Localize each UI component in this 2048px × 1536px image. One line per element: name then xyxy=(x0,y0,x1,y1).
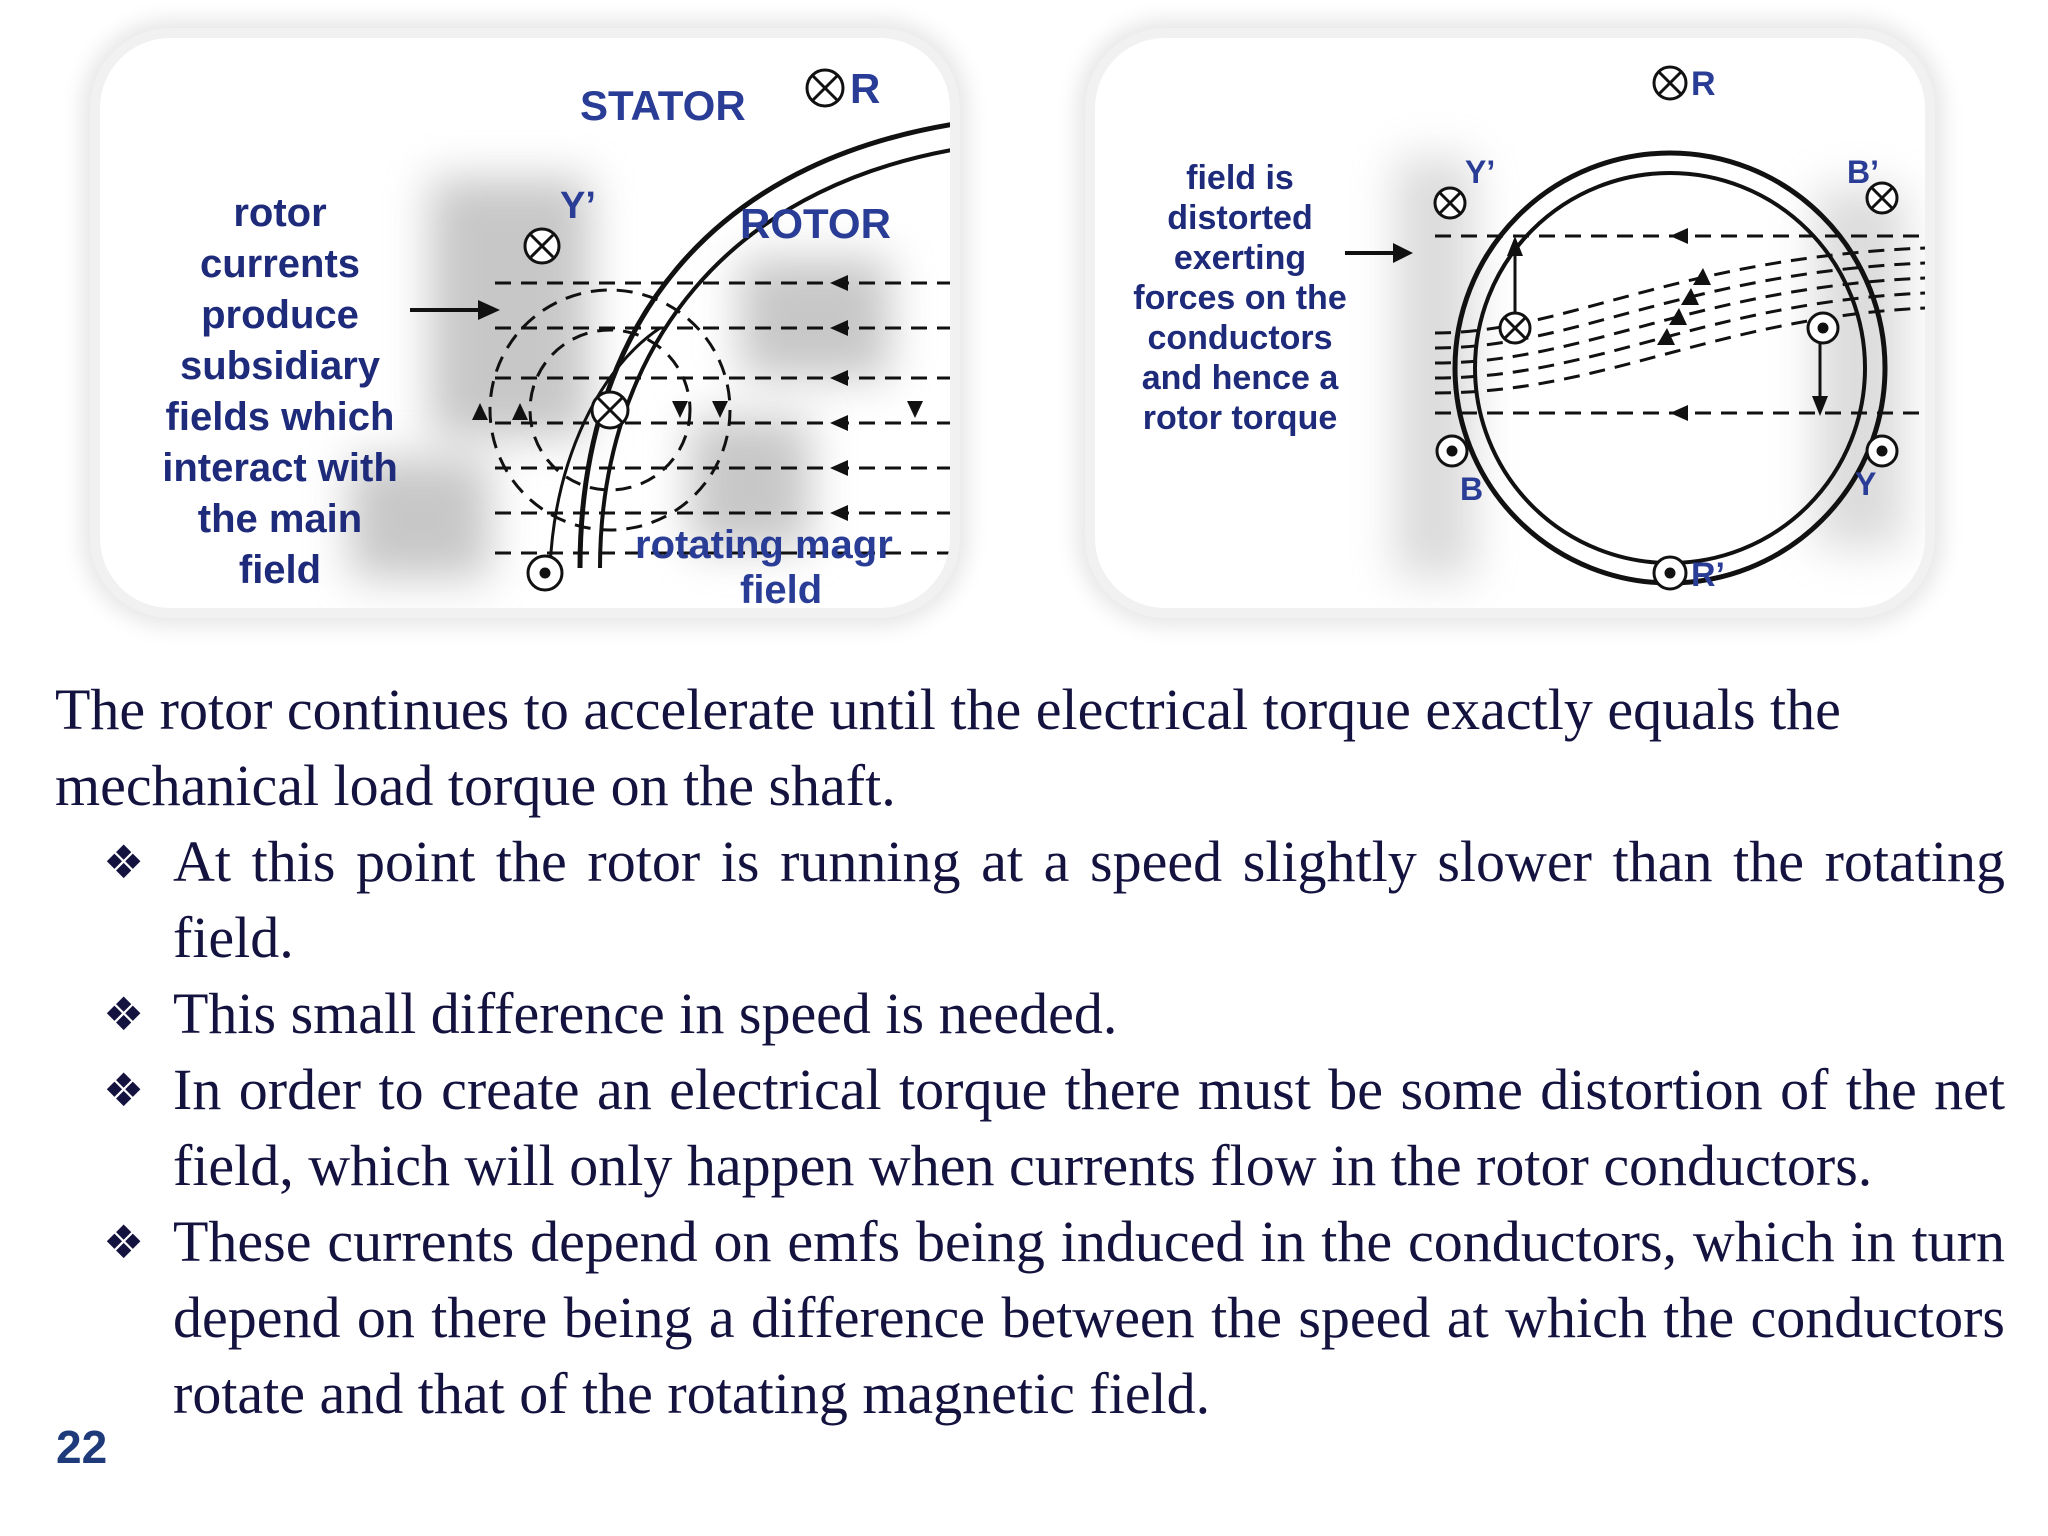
phase-r-label: R xyxy=(850,65,880,112)
caption-line: field xyxy=(238,548,322,592)
rotor-currents-caption: rotor currents produce subsidiary fields… xyxy=(130,188,430,596)
phase-y-label: Y xyxy=(1855,466,1876,502)
arrow-heads xyxy=(472,275,923,521)
caption-line: field is xyxy=(1186,159,1294,197)
cross-conductor-icon xyxy=(1498,311,1532,345)
bullet-text: These currents depend on emfs being indu… xyxy=(173,1209,2005,1426)
rotor-circle xyxy=(1473,171,1867,565)
bullet-item: ❖ In order to create an electrical torqu… xyxy=(55,1052,2005,1204)
stator-label: STATOR xyxy=(580,82,746,129)
rotor-field-diagram: STATOR R Y’ ROTOR rotating magr field xyxy=(410,65,950,608)
diamond-bullet-icon: ❖ xyxy=(103,1063,145,1117)
rotor-label: ROTOR xyxy=(740,200,891,247)
cross-conductor-icon xyxy=(1865,181,1899,215)
caption-line: and hence a xyxy=(1141,359,1339,397)
cross-conductor-icon xyxy=(1652,65,1688,101)
cross-conductor-icon xyxy=(1433,186,1467,220)
phase-b-prime-label: B’ xyxy=(1847,154,1879,190)
caption-line: the main xyxy=(197,497,363,541)
bullet-text: At this point the rotor is running at a … xyxy=(173,829,2005,970)
caption-line: produce xyxy=(201,293,359,337)
slide-body: The rotor continues to accelerate until … xyxy=(55,672,2005,1432)
bullet-text: In order to create an electrical torque … xyxy=(173,1057,2005,1198)
cross-conductor-icon xyxy=(523,227,561,265)
intro-paragraph: The rotor continues to accelerate until … xyxy=(55,677,1841,818)
blur-patch xyxy=(740,258,890,378)
caption-line: forces on the xyxy=(1133,279,1347,317)
blur-patch xyxy=(350,458,490,578)
caption-line: interact with xyxy=(162,446,398,490)
caption-line: conductors xyxy=(1147,319,1333,357)
bullet-item: ❖ This small difference in speed is need… xyxy=(55,976,2005,1052)
stator-arc xyxy=(577,122,950,569)
page-number: 22 xyxy=(56,1421,108,1473)
dot-conductor-icon xyxy=(1806,311,1840,345)
bullet-item: ❖ These currents depend on emfs being in… xyxy=(55,1204,2005,1432)
phase-y-prime-label: Y’ xyxy=(1465,154,1495,190)
caption-line: fields which xyxy=(165,395,395,439)
phase-r-prime-label: R’ xyxy=(1691,556,1725,594)
phase-b-label: B xyxy=(1460,471,1483,507)
pointer-arrow-head xyxy=(1393,243,1413,263)
rotor-torque-figure: field is distorted exerting forces on th… xyxy=(1095,38,1925,608)
caption-line: rotor xyxy=(233,191,327,235)
dot-conductor-icon xyxy=(1652,555,1688,591)
blur-patch xyxy=(1815,188,1905,548)
arrow-heads xyxy=(1507,228,1828,421)
rotating-field-label: field xyxy=(740,568,822,608)
rotor-currents-figure: rotor currents produce subsidiary fields… xyxy=(100,38,950,608)
dot-conductor-icon xyxy=(526,554,564,592)
phase-y-prime-label: Y’ xyxy=(560,185,596,227)
blur-patch xyxy=(690,418,810,548)
caption-line: distorted xyxy=(1167,199,1313,237)
dot-conductor-icon xyxy=(1865,434,1899,468)
field-lines xyxy=(488,281,950,555)
rotating-field-label: rotating magr xyxy=(635,523,893,567)
dot-conductor-icon xyxy=(1435,434,1469,468)
bullet-list: ❖ At this point the rotor is running at … xyxy=(55,824,2005,1432)
rotor-arc xyxy=(598,148,950,569)
pointer-arrow-head xyxy=(478,300,500,320)
bullet-item: ❖ At this point the rotor is running at … xyxy=(55,824,2005,976)
caption-line: subsidiary xyxy=(179,344,381,388)
phase-r-label: R xyxy=(1691,65,1716,103)
cross-conductor-icon xyxy=(805,68,845,108)
diamond-bullet-icon: ❖ xyxy=(103,835,145,889)
cross-conductor-icon xyxy=(590,390,630,430)
bullet-text: This small difference in speed is needed… xyxy=(173,981,1118,1046)
diamond-bullet-icon: ❖ xyxy=(103,987,145,1041)
field-distortion-caption: field is distorted exerting forces on th… xyxy=(1115,158,1365,438)
diamond-bullet-icon: ❖ xyxy=(103,1215,145,1269)
blur-patch xyxy=(1395,158,1475,578)
caption-line: exerting xyxy=(1173,239,1307,277)
caption-line: rotor torque xyxy=(1142,399,1338,437)
caption-line: currents xyxy=(199,242,361,286)
torque-field-diagram: R Y’ B’ B Y R’ xyxy=(1345,65,1925,594)
